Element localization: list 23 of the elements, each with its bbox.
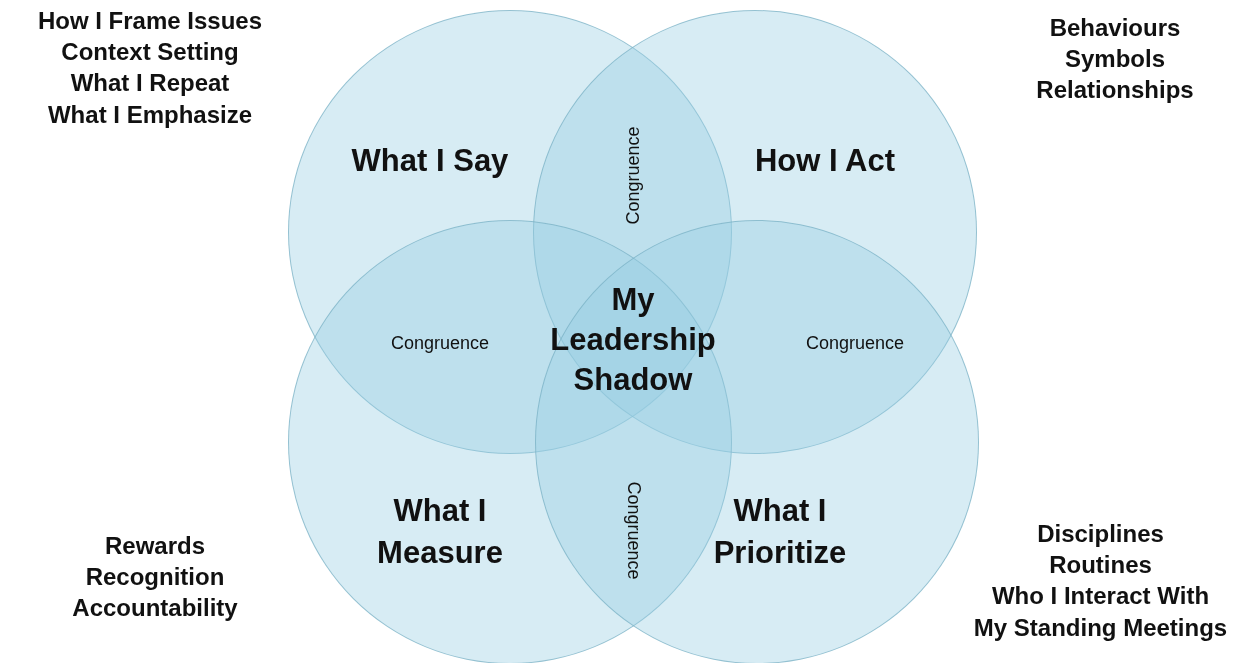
overlap-label: Congruence: [806, 332, 905, 354]
side-note: Symbols: [1065, 44, 1165, 75]
side-note: Routines: [1049, 550, 1152, 581]
side-note: How I Frame Issues: [37, 6, 263, 36]
circle-title: What I Measure: [376, 492, 504, 572]
side-note: Rewards: [104, 531, 205, 561]
side-note: My Standing Meetings: [973, 612, 1228, 643]
side-note: What I Repeat: [70, 68, 230, 99]
overlap-label: Congruence: [622, 125, 644, 225]
side-note: Context Setting: [61, 37, 239, 68]
center-label: My Leadership Shadow: [549, 280, 717, 400]
overlap-label: Congruence: [622, 480, 644, 580]
side-note: Who I Interact With: [991, 581, 1210, 612]
circle-title: How I Act: [753, 142, 897, 180]
circle-title: What I Say: [350, 142, 510, 180]
side-note: Disciplines: [1037, 519, 1164, 549]
circle-title: What I Prioritize: [712, 492, 848, 572]
side-note: Accountability: [72, 593, 238, 624]
overlap-label: Congruence: [391, 332, 490, 354]
side-note: What I Emphasize: [47, 99, 252, 130]
side-note: Recognition: [85, 562, 225, 593]
side-note: Relationships: [1036, 75, 1194, 106]
side-note: Behaviours: [1049, 13, 1181, 43]
